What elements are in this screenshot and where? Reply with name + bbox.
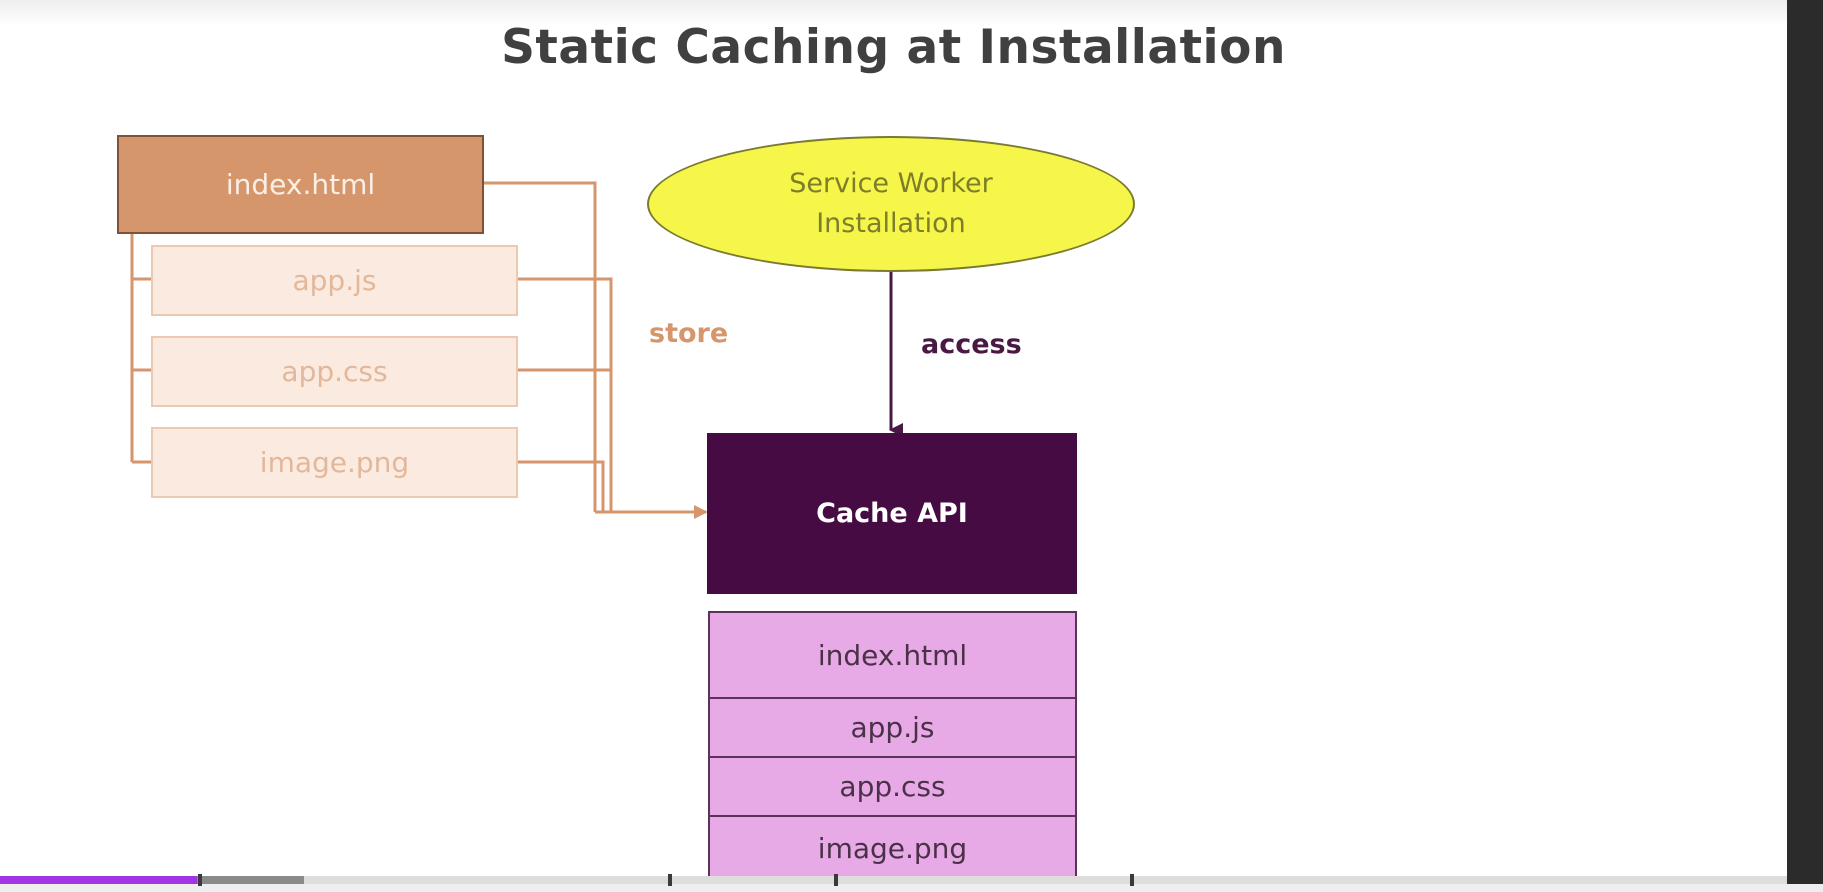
- player-bottom-strip: [0, 884, 1823, 892]
- chapter-marker[interactable]: [198, 874, 202, 886]
- source-file-image-png: image.png: [151, 427, 518, 498]
- store-label: store: [649, 318, 729, 349]
- cache-api-box: Cache API: [707, 433, 1077, 594]
- chapter-marker[interactable]: [668, 874, 672, 886]
- player-side-panel: [1787, 0, 1823, 892]
- access-label: access: [921, 329, 1022, 360]
- service-worker-installation: Service Worker Installation: [647, 136, 1135, 272]
- video-progress-bar[interactable]: [0, 876, 1787, 884]
- service-worker-line2: Installation: [816, 208, 966, 239]
- video-progress-played: [0, 876, 197, 884]
- cached-file-image-png: image.png: [708, 815, 1077, 881]
- slide-title: Static Caching at Installation: [501, 20, 1286, 75]
- cached-file-app-js: app.js: [708, 697, 1077, 758]
- cached-file-app-css: app.css: [708, 756, 1077, 817]
- source-file-index-html: index.html: [117, 135, 484, 234]
- chapter-marker[interactable]: [834, 874, 838, 886]
- service-worker-line1: Service Worker: [789, 168, 993, 199]
- source-file-app-js: app.js: [151, 245, 518, 316]
- store-arrows: [484, 181, 708, 519]
- cached-file-index-html: index.html: [708, 611, 1077, 699]
- chapter-marker[interactable]: [1130, 874, 1134, 886]
- cached-files-stack: index.html app.js app.css image.png: [708, 611, 1077, 881]
- source-file-app-css: app.css: [151, 336, 518, 407]
- file-tree-bracket: [130, 234, 151, 464]
